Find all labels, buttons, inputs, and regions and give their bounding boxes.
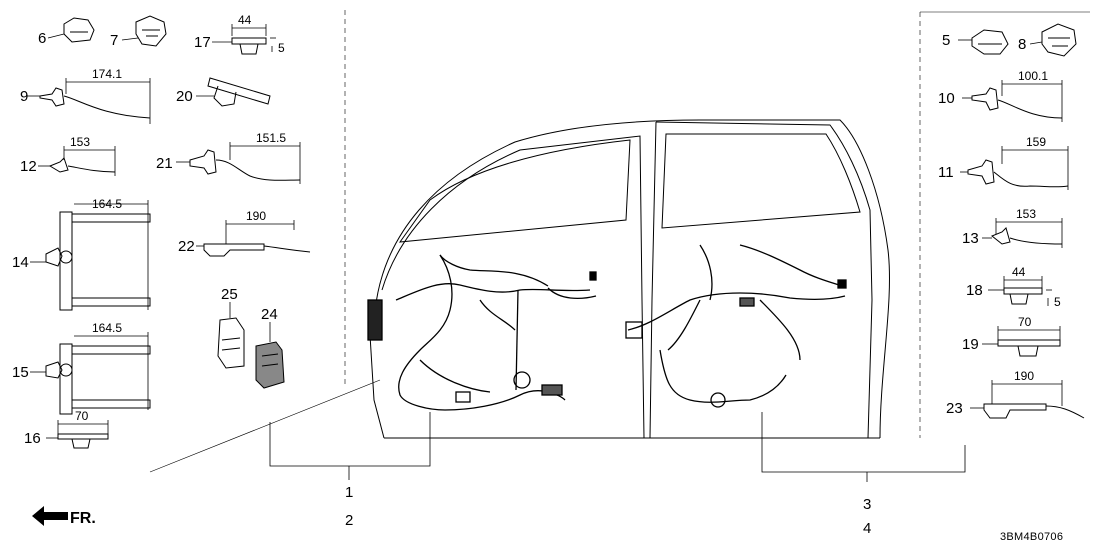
rear-door-harness: [625, 244, 847, 408]
wire-mount-13-icon: [982, 218, 1063, 248]
front-direction-indicator: FR.: [32, 506, 96, 527]
callout-19: 19: [962, 336, 979, 353]
dim-15: 164.5: [92, 321, 122, 335]
dim-19: 70: [1018, 315, 1032, 329]
callout-4: 4: [863, 520, 871, 537]
clip-23-icon: [970, 380, 1085, 419]
callout-5: 5: [942, 32, 950, 49]
main-callout-leaders: [269, 412, 966, 482]
callout-1: 1: [345, 484, 353, 501]
callout-7: 7: [110, 32, 118, 49]
clip-24-icon: [255, 322, 285, 389]
clip-20-icon: [196, 77, 271, 107]
clip-5-icon: [958, 29, 1009, 55]
clip-18-icon: [988, 276, 1052, 306]
clip-7-icon: [121, 15, 167, 47]
callout-11: 11: [938, 164, 954, 181]
clip-8-icon: [1029, 23, 1077, 57]
callout-13: 13: [962, 230, 979, 247]
dim-18-width: 44: [1012, 265, 1026, 279]
callout-25: 25: [221, 286, 238, 303]
callout-6: 6: [38, 30, 46, 47]
clip-19-icon: [982, 326, 1061, 357]
callout-16: 16: [24, 430, 41, 447]
wire-mount-12-icon: [38, 146, 116, 176]
callout-3: 3: [863, 496, 871, 513]
dim-18-height: 5: [1054, 295, 1061, 309]
callout-17: 17: [194, 34, 211, 51]
front-arrow-icon: [32, 506, 68, 526]
dim-13: 153: [1016, 207, 1036, 221]
callout-9: 9: [20, 88, 28, 105]
part-callouts: 6 7 17 9 20 12 21 14 22 25 24 15 16 5 8 …: [12, 30, 1026, 537]
dim-23: 190: [1014, 369, 1034, 383]
callout-22: 22: [178, 238, 195, 255]
dim-14: 164.5: [92, 197, 122, 211]
dim-22: 190: [246, 209, 266, 223]
vehicle-body-outline: [369, 119, 890, 439]
callout-24: 24: [261, 306, 278, 323]
callout-8: 8: [1018, 36, 1026, 53]
clip-17-icon: [212, 24, 276, 55]
callout-18: 18: [966, 282, 983, 299]
dim-12: 153: [70, 135, 90, 149]
dim-17-width: 44: [238, 13, 252, 27]
callout-20: 20: [176, 88, 193, 105]
dim-11: 159: [1026, 135, 1046, 149]
wire-mount-10-icon: [962, 80, 1063, 122]
dim-9: 174.1: [92, 67, 122, 81]
bracket-25-icon: [217, 302, 245, 369]
wire-mount-11-icon: [960, 146, 1069, 190]
diagram-code: 3BM4B0706: [1000, 531, 1063, 543]
callout-21: 21: [156, 155, 173, 172]
callout-14: 14: [12, 254, 29, 271]
bracket-15-icon: [30, 332, 151, 415]
clip-6-icon: [47, 17, 95, 43]
front-label: FR.: [70, 510, 96, 527]
wire-mount-21-icon: [176, 142, 301, 184]
dim-21: 151.5: [256, 131, 286, 145]
callout-2: 2: [345, 512, 353, 529]
dim-17-height: 5: [278, 41, 285, 55]
dim-10: 100.1: [1018, 69, 1048, 83]
callout-10: 10: [938, 90, 955, 107]
clip-16-icon: [46, 420, 109, 449]
panel-boundaries: [149, 10, 1090, 473]
wire-mount-9-icon: [26, 78, 151, 124]
dim-16: 70: [75, 409, 89, 423]
callout-12: 12: [20, 158, 37, 175]
callout-23: 23: [946, 400, 963, 417]
clip-22-icon: [196, 220, 311, 257]
callout-15: 15: [12, 364, 29, 381]
front-door-harness: [367, 254, 597, 411]
dimension-labels: 44 5 174.1 153 151.5 164.5 190 164.5 70 …: [70, 13, 1061, 423]
bracket-14-icon: [30, 200, 151, 311]
